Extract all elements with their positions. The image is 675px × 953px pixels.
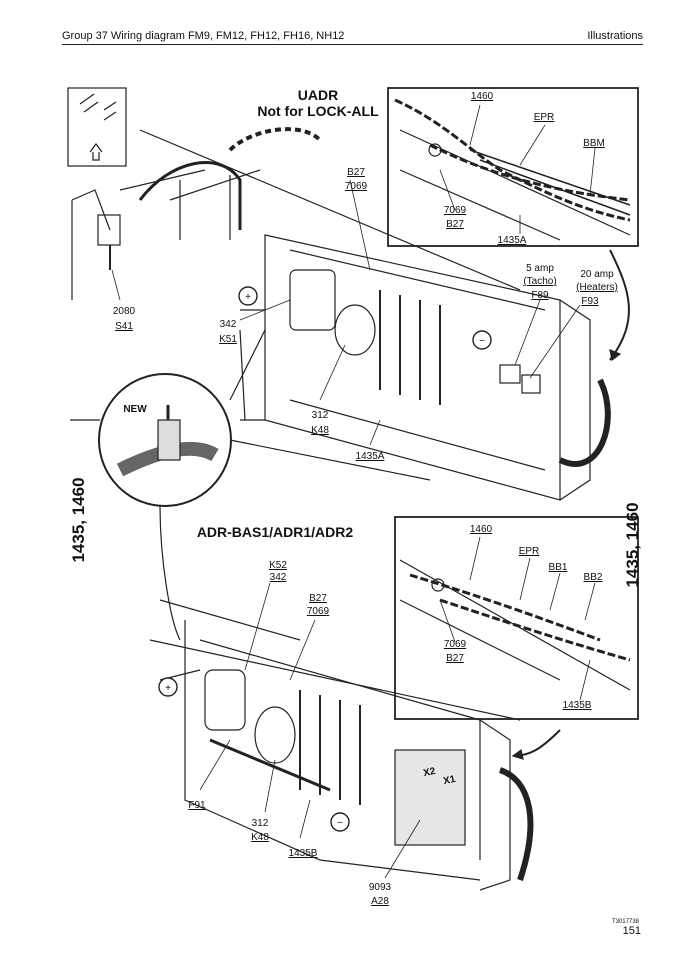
minus-symbol-top — [472, 330, 492, 350]
inset-top-1435a: 1435A — [498, 235, 527, 246]
label-s41-num: 2080 — [113, 306, 136, 317]
header-section: Illustrations — [587, 30, 643, 42]
inset-top-bbm: BBM — [583, 138, 605, 149]
label-k48-bottom: K48 — [251, 832, 269, 843]
label-cable-1435a: 1435A — [356, 451, 385, 462]
fuse-f93 — [521, 374, 541, 394]
relay-k52 — [204, 669, 246, 731]
minus-symbol-bottom — [330, 812, 350, 832]
label-k51: K51 — [219, 334, 237, 345]
new-connector — [157, 419, 181, 461]
relay-k48 — [334, 304, 376, 356]
side-label-right: 1435, 1460 — [623, 502, 642, 587]
header-title: Group 37 Wiring diagram FM9, FM12, FH12,… — [62, 30, 345, 42]
inset-top-b27: B27 — [446, 219, 464, 230]
label-f91: F91 — [188, 800, 206, 811]
label-k52: K52 — [269, 560, 287, 571]
inset-top — [387, 87, 639, 247]
new-detail-circle — [98, 373, 232, 507]
plus-symbol-top — [238, 286, 258, 306]
inset-bottom-bb2: BB2 — [584, 572, 603, 583]
label-k48: K48 — [311, 425, 329, 436]
inset-bottom-bb1: BB1 — [549, 562, 568, 573]
label-a28: A28 — [371, 896, 389, 907]
label-b27-num: 7069 — [345, 181, 368, 192]
orientation-icon — [79, 93, 117, 121]
label-k52-num: 342 — [270, 572, 287, 583]
uadr-subtitle: Not for LOCK-ALL — [257, 103, 379, 119]
relay-k51 — [289, 269, 336, 331]
label-x2: X2 — [422, 766, 437, 779]
inset-bottom-b27-num: 7069 — [444, 639, 467, 650]
relay-panel — [264, 234, 561, 501]
side-label-left: 1435, 1460 — [69, 477, 88, 562]
new-label: NEW — [123, 404, 147, 415]
svg-text:−: − — [337, 818, 343, 829]
label-k48-num: 312 — [312, 410, 329, 421]
uadr-title: UADR — [298, 87, 338, 103]
label-f89-desc: (Tacho) — [523, 276, 556, 287]
label-cable-1435b: 1435B — [289, 848, 318, 859]
inset-top-1460: 1460 — [471, 91, 494, 102]
label-b27-bottom: B27 — [309, 593, 327, 604]
label-f89-amp: 5 amp — [526, 263, 554, 274]
header-rule — [62, 44, 643, 45]
label-f93-amp: 20 amp — [580, 269, 614, 280]
svg-text:+: + — [245, 292, 251, 303]
inset-bottom-1435b: 1435B — [563, 700, 592, 711]
orientation-icon-box — [67, 87, 127, 167]
label-b27: B27 — [347, 167, 365, 178]
svg-text:−: − — [479, 336, 485, 347]
adr-title: ADR-BAS1/ADR1/ADR2 — [197, 524, 354, 540]
inset-bottom-1460: 1460 — [470, 524, 493, 535]
sensor-s41 — [97, 214, 121, 246]
inset-bottom-epr: EPR — [519, 546, 540, 557]
document-number: T3017738 — [611, 919, 639, 925]
label-f93: F93 — [581, 296, 599, 307]
label-s41: S41 — [115, 321, 133, 332]
fuse-f89 — [499, 364, 521, 384]
label-k51-num: 342 — [220, 319, 237, 330]
inset-top-b27-num: 7069 — [444, 205, 467, 216]
inset-top-epr: EPR — [534, 112, 555, 123]
inset-bottom-b27: B27 — [446, 653, 464, 664]
relay-k48-bottom — [254, 706, 296, 764]
up-arrow-icon — [89, 143, 103, 161]
inset-bottom — [394, 516, 639, 720]
polarity-symbols: + − + − — [158, 286, 492, 832]
label-x1: X1 — [442, 774, 457, 787]
svg-text:+: + — [165, 683, 171, 694]
label-f89: F89 — [531, 290, 549, 301]
label-k48-bottom-num: 312 — [252, 818, 269, 829]
label-f93-desc: (Heaters) — [576, 282, 618, 293]
label-a28-num: 9093 — [369, 882, 392, 893]
plus-symbol-bottom — [158, 677, 178, 697]
module-a28 — [394, 749, 466, 846]
page-number: 151 — [622, 925, 641, 937]
harness-top — [228, 127, 322, 152]
label-b27-bottom-num: 7069 — [307, 606, 330, 617]
